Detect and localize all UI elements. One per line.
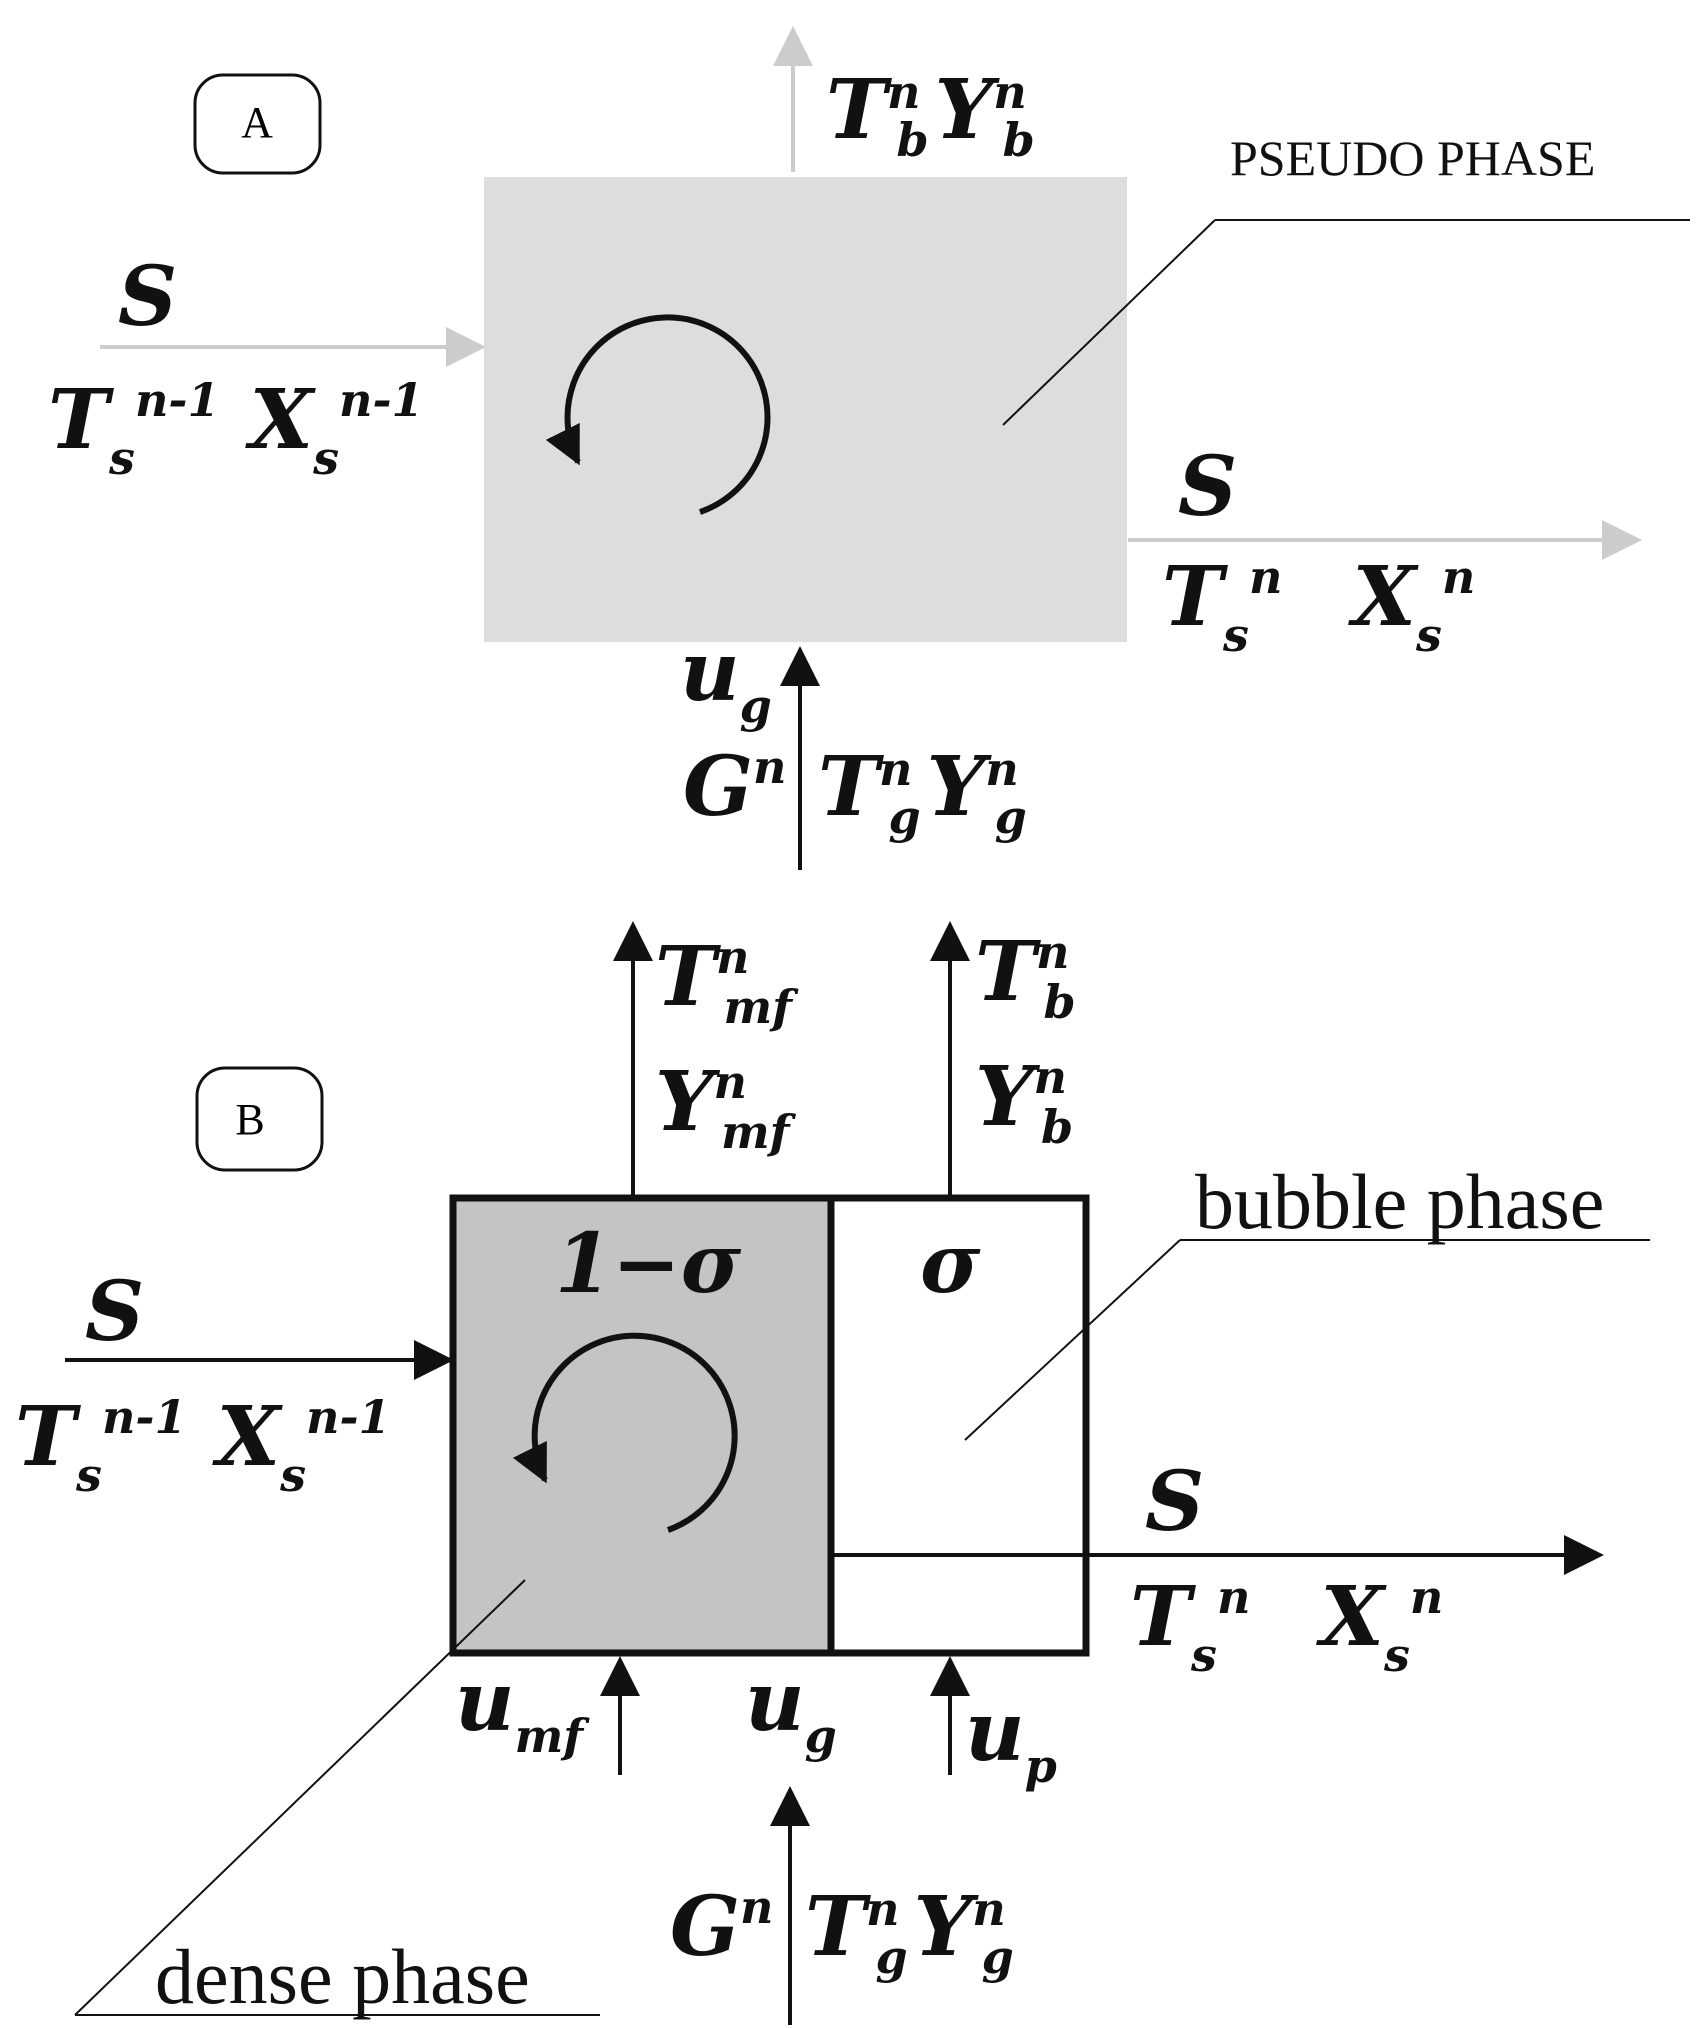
dense-phase-leader	[74, 1579, 526, 2016]
recirculation-arrow-b	[512, 1332, 738, 1533]
solid-outlet-s-a: S	[1178, 439, 1237, 535]
ug-label-b: ug	[745, 1654, 837, 1763]
recirculation-arrow-a	[545, 314, 771, 515]
dense-phase-label: dense phase	[155, 1933, 530, 2020]
bubble-phase-leader	[964, 1239, 1181, 1441]
umf-label: umf	[455, 1654, 590, 1763]
gas-velocity-label-a: ug	[680, 624, 772, 733]
bubble-phase-label: bubble phase	[1195, 1158, 1604, 1245]
panel-b-badge: B	[195, 1066, 324, 1172]
pseudo-phase-box	[484, 177, 1127, 642]
solid-outlet-s-b: S	[1145, 1454, 1204, 1550]
bubble-fraction-label: σ	[920, 1216, 981, 1312]
pseudo-phase-label: PSEUDO PHASE	[1230, 130, 1595, 186]
gas-inlet-g-a: Gn	[683, 739, 786, 835]
solid-inlet-s-a: S	[118, 249, 177, 345]
up-label: up	[965, 1684, 1057, 1793]
solid-inlet-s-b: S	[85, 1264, 144, 1360]
pseudo-phase-leader	[1002, 219, 1216, 426]
panel-b-badge-label: B	[235, 1095, 264, 1144]
dense-fraction-label: 1−σ	[555, 1216, 742, 1312]
panel-a-badge: A	[193, 73, 322, 175]
gas-inlet-g-b: Gn	[670, 1879, 773, 1975]
dense-phase-box	[449, 1194, 835, 1657]
bubble-phase-box	[827, 1194, 1090, 1657]
panel-a-badge-label: A	[241, 98, 273, 147]
